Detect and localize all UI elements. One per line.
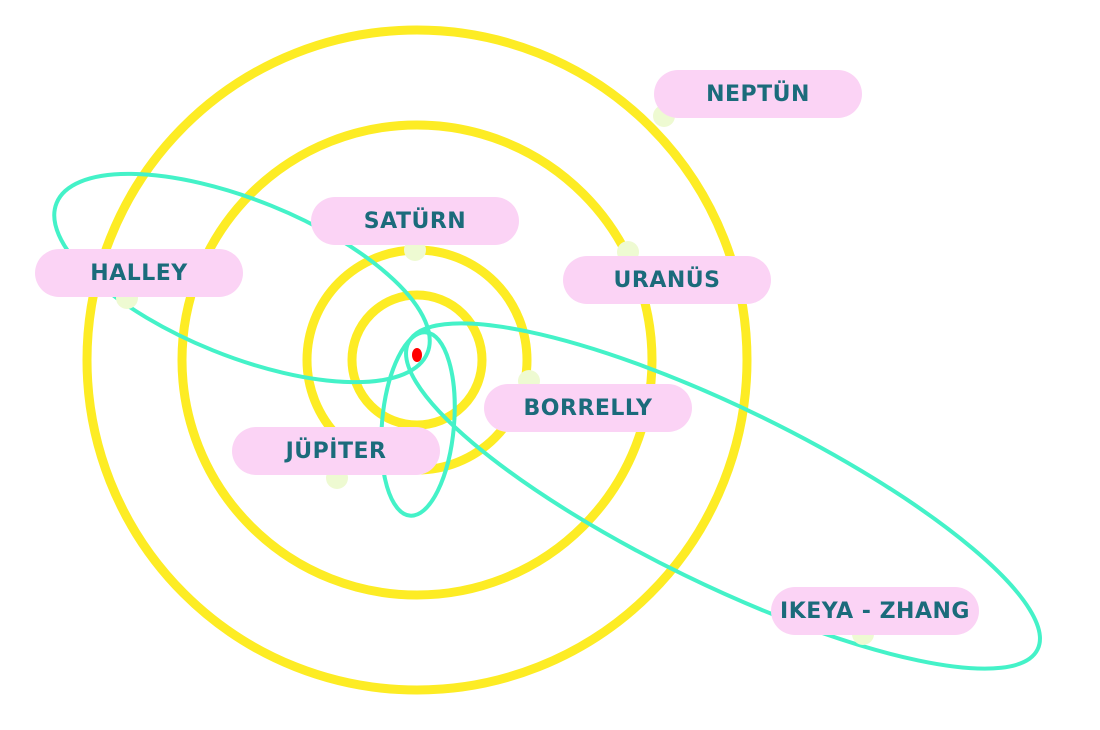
label-uranus: URANÜS [563, 256, 771, 304]
label-neptune: NEPTÜN [654, 70, 862, 118]
orbit-jupiter [347, 290, 487, 430]
orbit-neptune [82, 25, 752, 695]
label-saturn: SATÜRN [311, 197, 519, 245]
label-halley: HALLEY [35, 249, 243, 297]
label-ikeya-zhang: IKEYA - ZHANG [771, 587, 979, 635]
orbit-uranus [177, 120, 657, 600]
object-markers [116, 105, 874, 645]
orbit-halley [52, 171, 432, 385]
sun-marker [412, 348, 422, 362]
planet-orbits [82, 25, 752, 695]
orbit-ikeya-zhang [404, 321, 1042, 671]
comet-orbits [52, 171, 1042, 671]
label-jupiter: JÜPİTER [232, 427, 440, 475]
label-borrelly: BORRELLY [484, 384, 692, 432]
